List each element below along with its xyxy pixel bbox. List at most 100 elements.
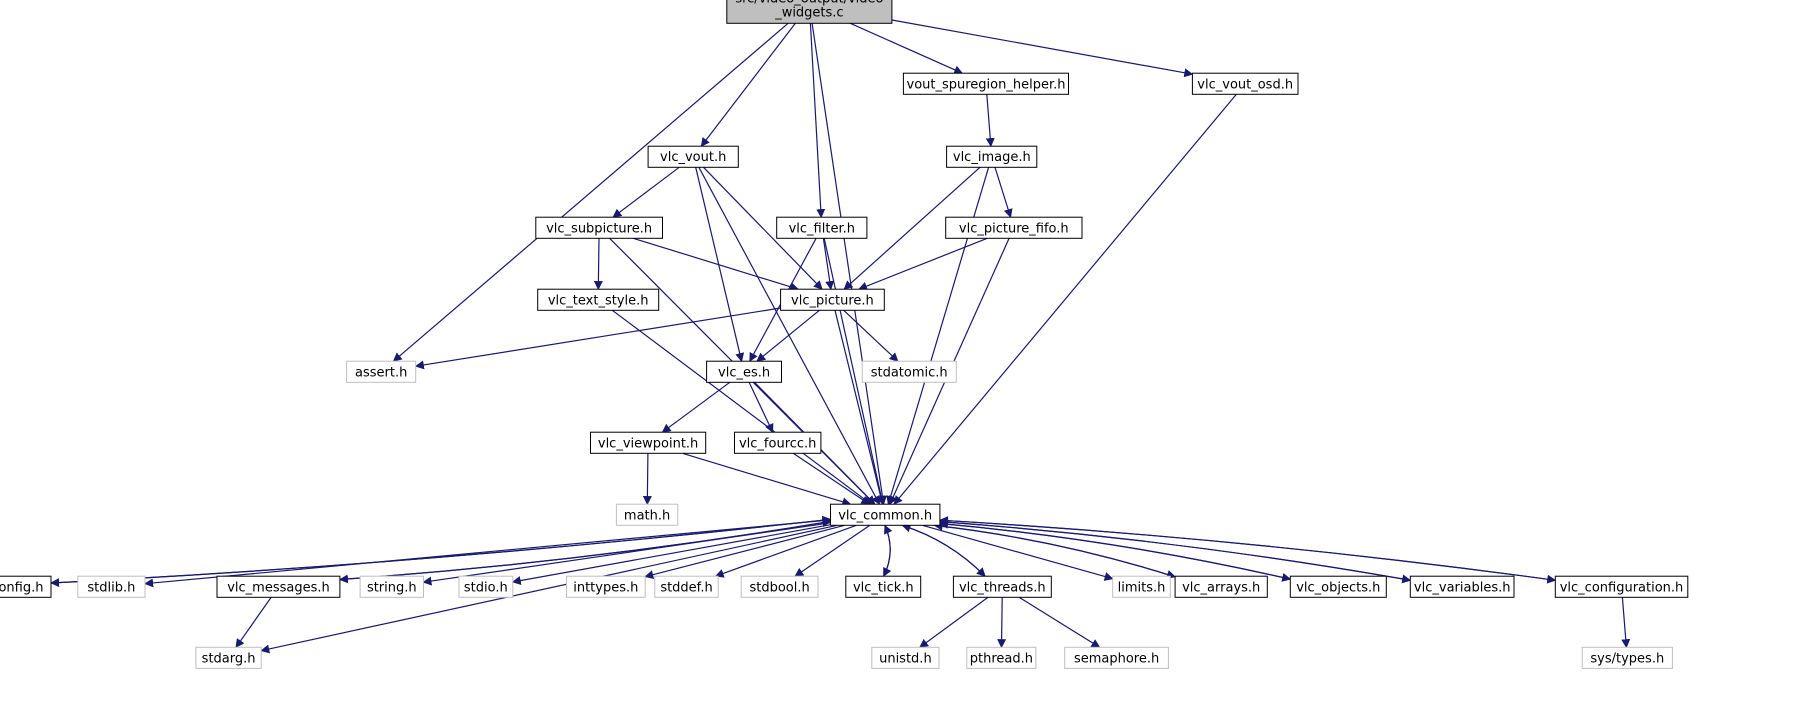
node-box [776, 216, 868, 239]
node-label: vlc_picture.h [791, 293, 874, 308]
node-pthread: pthread.h [966, 646, 1037, 669]
node-vlc-filter[interactable]: vlc_filter.h [776, 216, 868, 239]
edge-vlc_configuration-to-vlc_common [939, 516, 1556, 581]
node-box [566, 575, 646, 598]
edge-vlc_threads-to-semaphore [1018, 596, 1101, 648]
node-vlc-config[interactable]: vlc_config.h [0, 575, 52, 598]
edge-vlc_picture-to-stdatomic [843, 309, 899, 362]
node-vlc-vout[interactable]: vlc_vout.h [647, 145, 739, 168]
edge-vlc_common-to-stdarg [260, 524, 837, 654]
edge-vlc_image-to-vlc_picture_fifo [994, 167, 1013, 219]
edge-vlc_filter-to-vlc_common [823, 238, 886, 506]
node-vlc-picture-fifo[interactable]: vlc_picture_fifo.h [945, 216, 1083, 239]
node-vlc-configuration[interactable]: vlc_configuration.h [1554, 575, 1689, 598]
node-box [535, 216, 663, 239]
edge-vlc_common-to-vlc_threads [902, 524, 986, 577]
edge-vlc_picture-to-vlc_es [756, 309, 820, 362]
edge-vlc_variables-to-vlc_common [939, 517, 1411, 581]
node-label: vlc_viewpoint.h [598, 436, 698, 451]
edge-vlc_picture-to-assert [414, 307, 781, 370]
node-label: stdio.h [464, 580, 508, 595]
node-label: pthread.h [970, 651, 1033, 666]
node-math: math.h [615, 503, 679, 526]
node-label: vlc_fourcc.h [739, 436, 816, 451]
node-vlc-common[interactable]: vlc_common.h [830, 503, 941, 526]
node-vlc-viewpoint[interactable]: vlc_viewpoint.h [590, 431, 707, 454]
node-semaphore: semaphore.h [1064, 646, 1169, 669]
nodes-layer: src/video_output/video_widgets.c vout_spu… [0, 0, 1689, 669]
node-label: stdarg.h [202, 651, 256, 666]
node-box [726, 0, 893, 24]
node-label: vlc_es.h [718, 365, 770, 380]
node-label: unistd.h [879, 651, 932, 666]
node-box [952, 575, 1052, 598]
node-label: vlc_arrays.h [1182, 580, 1260, 595]
node-label: semaphore.h [1074, 651, 1159, 666]
edge-vlc_text_style-to-vlc_common [611, 309, 872, 505]
edge-vlc_vout-to-vlc_subpicture [612, 166, 680, 218]
edge-vlc_common-to-vlc_config [50, 518, 831, 588]
node-box [590, 431, 707, 454]
node-box [740, 575, 819, 598]
edge-vlc_viewpoint-to-vlc_common [682, 452, 852, 507]
node-label: sys/types.h [1590, 651, 1664, 666]
node-box [734, 431, 822, 454]
node-label: vlc_objects.h [1296, 580, 1380, 595]
node-box [537, 288, 660, 311]
node-box [1289, 575, 1387, 598]
node-vlc-fourcc[interactable]: vlc_fourcc.h [734, 431, 822, 454]
node-label: vlc_threads.h [959, 580, 1046, 595]
node-label: math.h [624, 508, 670, 523]
node-stdbool: stdbool.h [740, 575, 819, 598]
node-box [945, 216, 1083, 239]
edge-vlc_threads-to-vlc_common [901, 523, 986, 577]
node-vout-spuregion[interactable]: vout_spuregion_helper.h [902, 72, 1070, 95]
edge-vlc_subpicture-to-vlc_text_style [593, 238, 603, 291]
edges-layer [50, 19, 1631, 654]
node-label: vlc_messages.h [227, 580, 330, 595]
node-vlc-image[interactable]: vlc_image.h [946, 145, 1038, 168]
node-vlc-variables[interactable]: vlc_variables.h [1409, 575, 1515, 598]
node-vlc-vout-osd[interactable]: vlc_vout_osd.h [1191, 72, 1299, 95]
node-vlc-threads[interactable]: vlc_threads.h [952, 575, 1052, 598]
node-label: vlc_tick.h [853, 580, 914, 595]
node-box [830, 503, 941, 526]
edge-vout_spuregion-to-vlc_image [985, 94, 995, 148]
node-box [1554, 575, 1689, 598]
node-vlc-subpicture[interactable]: vlc_subpicture.h [535, 216, 663, 239]
edge-vlc_image-to-vlc_picture [843, 166, 981, 290]
node-vlc-objects[interactable]: vlc_objects.h [1289, 575, 1387, 598]
edge-vlc_common-to-vlc_arrays [934, 524, 1176, 579]
node-box [1174, 575, 1268, 598]
node-box [706, 360, 782, 383]
node-box [1409, 575, 1515, 598]
edge-root-to-vlc_common [811, 23, 887, 506]
node-vlc-text-style[interactable]: vlc_text_style.h [537, 288, 660, 311]
node-box [77, 575, 146, 598]
node-box [458, 575, 514, 598]
node-vlc-picture[interactable]: vlc_picture.h [780, 288, 885, 311]
edge-vlc_vout-to-vlc_common [698, 167, 881, 505]
node-label: vlc_filter.h [789, 221, 855, 236]
node-vlc-es[interactable]: vlc_es.h [706, 360, 782, 383]
node-stdarg: stdarg.h [195, 646, 262, 669]
edge-vlc_common-to-inttypes [644, 524, 845, 580]
edge-vlc_common-to-stdio [511, 524, 831, 585]
edge-vlc_threads-to-unistd [919, 596, 989, 648]
edge-root-to-vlc_vout_osd [891, 19, 1194, 78]
node-vlc-arrays[interactable]: vlc_arrays.h [1174, 575, 1268, 598]
node-stdio: stdio.h [458, 575, 514, 598]
edge-vlc_messages-to-stdarg [235, 597, 272, 649]
node-label: stdbool.h [749, 580, 809, 595]
node-unistd: unistd.h [871, 646, 940, 669]
node-vlc-messages[interactable]: vlc_messages.h [216, 575, 341, 598]
node-box [946, 145, 1038, 168]
edge-vlc_image-to-vlc_common [886, 167, 990, 506]
node-root[interactable]: src/video_output/video_widgets.c [726, 0, 893, 24]
edge-root-to-vlc_vout [700, 22, 796, 147]
node-box [0, 575, 52, 598]
node-vlc-tick[interactable]: vlc_tick.h [845, 575, 922, 598]
edge-vlc_filter-to-vlc_picture [822, 238, 835, 291]
node-label: stdlib.h [87, 580, 135, 595]
